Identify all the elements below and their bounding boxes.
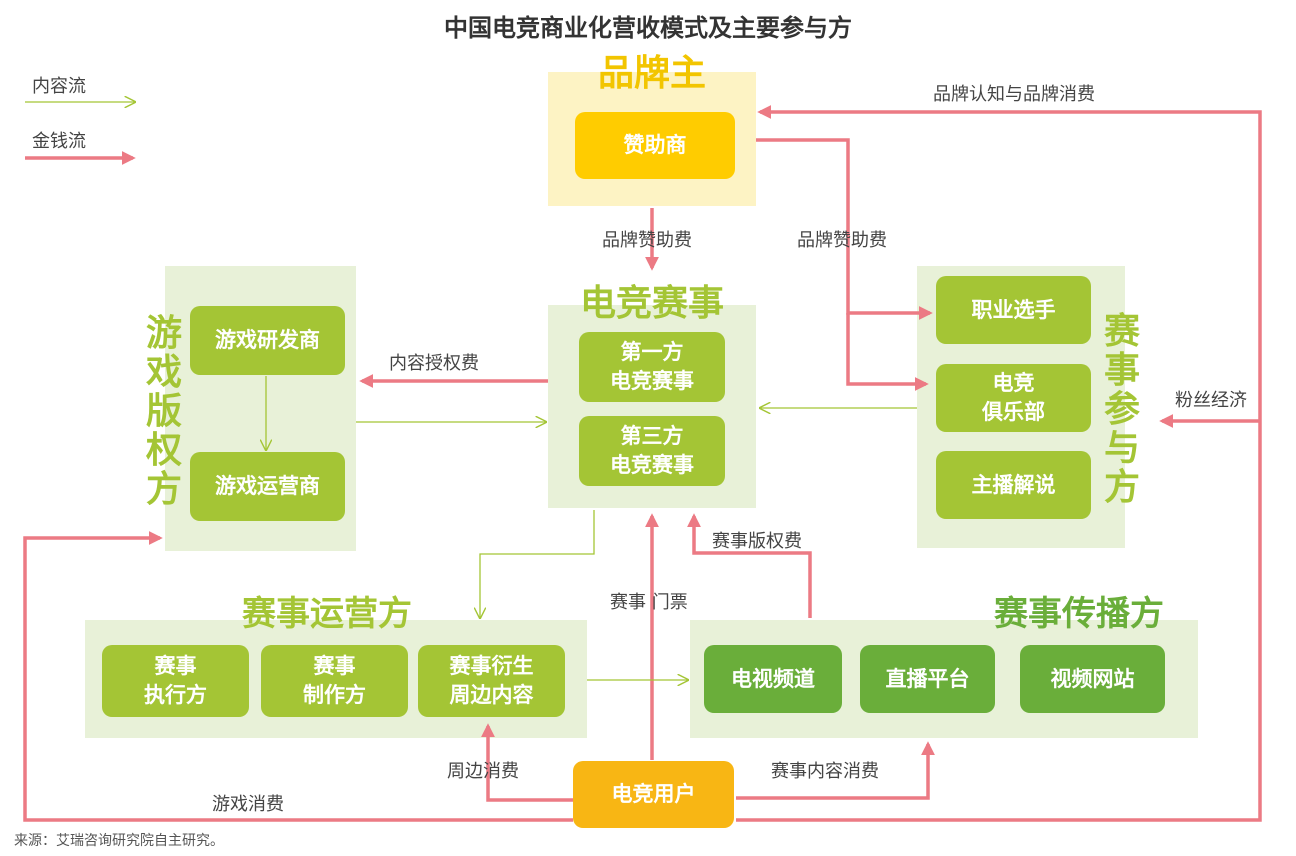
first-party-events-box: 第一方 电竞赛事: [579, 332, 725, 402]
esports-users-box: 电竞用户: [573, 761, 734, 828]
label-content-spending: 赛事内容消费: [771, 761, 879, 782]
arrow-media-rights: [687, 513, 812, 618]
streamers-box: 主播解说: [936, 451, 1091, 519]
label-brand-sponsorship-2: 品牌赞助费: [797, 230, 887, 251]
third-party-events-box: 第三方 电竞赛事: [579, 416, 725, 486]
label-tickets: 赛事 门票: [610, 592, 688, 613]
video-site-box: 视频网站: [1020, 645, 1165, 713]
label-game-spending: 游戏消费: [212, 794, 284, 815]
arrow-content-spending: [736, 741, 935, 800]
event-participants-title: 赛事参与方: [1103, 311, 1140, 508]
page-title: 中国电竞商业化营收模式及主要参与方: [444, 14, 852, 42]
pro-players-box: 职业选手: [936, 276, 1091, 344]
esports-events-title: 电竞赛事: [579, 283, 724, 324]
label-brand-sponsorship-1: 品牌赞助费: [602, 230, 692, 251]
game-developer-box: 游戏研发商: [190, 306, 345, 375]
legend-content-label: 内容流: [32, 76, 86, 97]
source-note: 来源：艾瑞咨询研究院自主研究。: [14, 833, 224, 849]
label-fan-economy: 粉丝经济: [1175, 390, 1247, 411]
arrow-sponsor-players: [756, 138, 933, 320]
sponsor-box: 赞助商: [575, 112, 735, 179]
arrow-sponsor-clubs: [846, 313, 929, 391]
arrow-merch: [481, 723, 573, 802]
game-copyright-title: 游戏版权方: [145, 313, 182, 510]
live-platform-box: 直播平台: [860, 645, 995, 713]
arrow-game-spending: [23, 531, 573, 822]
game-operator-box: 游戏运营商: [190, 452, 345, 521]
label-content-license: 内容授权费: [389, 353, 479, 374]
event-operators-title: 赛事运营方: [242, 594, 412, 634]
event-broadcast-title: 赛事传播方: [994, 594, 1164, 634]
arrow-events-operators: [480, 510, 595, 618]
esports-clubs-box: 电竞 俱乐部: [936, 364, 1091, 432]
event-derivatives-box: 赛事衍生 周边内容: [418, 645, 565, 717]
label-brand-awareness: 品牌认知与品牌消费: [933, 84, 1095, 105]
label-media-rights: 赛事版权费: [712, 531, 802, 552]
legend-money-label: 金钱流: [32, 131, 86, 152]
event-executor-box: 赛事 执行方: [102, 645, 249, 717]
tv-channel-box: 电视频道: [704, 645, 842, 713]
event-producer-box: 赛事 制作方: [261, 645, 408, 717]
label-merch-spending: 周边消费: [447, 761, 519, 782]
arrow-brand-awareness: [736, 105, 1262, 822]
brand-title: 品牌主: [597, 53, 706, 94]
